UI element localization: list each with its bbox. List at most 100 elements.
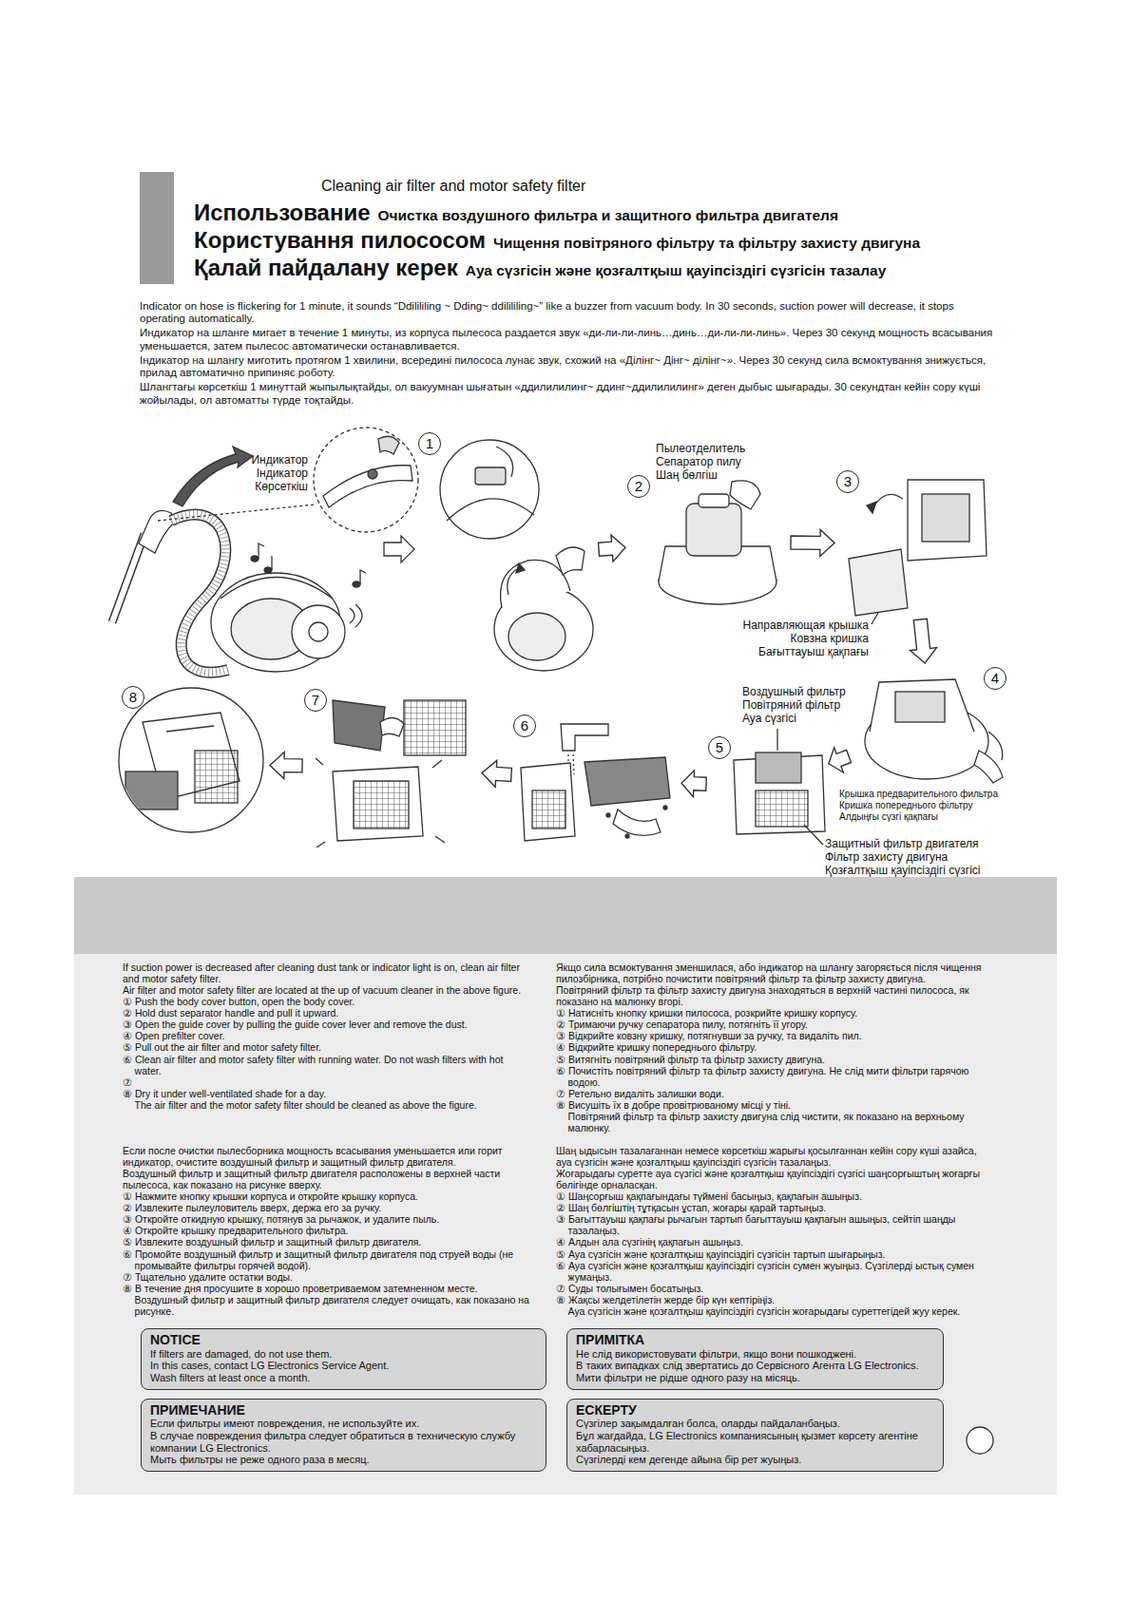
instruction-step: ③ Open the guide cover by pulling the gu… [122,1018,532,1031]
instruction-step: ④ Откройте крышку предварительного фильт… [122,1225,532,1237]
step-number: 2 [627,475,651,499]
instruction-step: ③ Бағыттауыш қақпағы рычагын тартып бағы… [555,1213,984,1237]
step3-picture-part [866,501,877,514]
vacuum-overview-part [157,504,315,521]
step8-picture-part-part [194,750,238,804]
notice-box: ПРИМЕЧАНИЕЕсли фильтры имеют повреждения… [140,1399,547,1473]
notice-text: В случае повреждения фильтра следует обр… [150,1430,537,1455]
notice-heading: ПРИМІТКА [575,1332,935,1349]
section-subheading: Очистка воздушного фильтра и защитного ф… [378,207,839,225]
part-label: Ауа сүзгісі [742,712,797,727]
instruction-step: ⑤ Ауа сүзгісін және қозғалтқыш қауіпсізд… [555,1248,984,1261]
text-column: Если после очистки пылесборника мощность… [122,1145,532,1318]
instruction-text: Шаң ыдысын тазалағаннан немесе көрсеткіш… [555,1145,984,1169]
instruction-step: ② Hold dust separator handle and pull it… [122,1007,532,1019]
header-row: Использование Очистка воздушного фильтра … [193,199,839,227]
section-subheading: Чищення повітряного фільтру та фільтру з… [493,234,921,252]
step6-picture-part [532,790,566,829]
step8-picture [118,688,264,833]
text-column: If suction power is decreased after clea… [122,961,532,1134]
step7-picture-part [332,766,423,842]
notice-row: ПРИМЕЧАНИЕЕсли фильтры имеют повреждения… [122,1399,984,1473]
notice-text: Wash filters at least once a month. [150,1372,537,1385]
notice-heading: NOTICE [150,1332,537,1349]
vacuum-overview-part [323,465,413,508]
vacuum-overview-part [220,577,333,600]
step-arrow [481,760,512,787]
step3-picture-part [921,494,970,542]
instruction-step: ③ Відкрийте ковзну кришку, потягнувши за… [555,1030,984,1042]
step4-picture-part [895,691,945,723]
step-illustration: 5 [708,736,827,837]
panels-part [74,954,1057,1496]
part-label: Бағыттауыш қақпағы [703,646,869,660]
step8-picture-part-part [166,726,214,732]
instruction-step: ④ Open prefilter cover. [122,1030,532,1042]
instruction-text: If suction power is decreased after clea… [122,961,532,985]
step-arrow [681,770,707,798]
notice-column: ЕСКЕРТУСүзгілер зақымдалған болса, олард… [555,1399,984,1473]
step-number: 4 [983,667,1007,691]
instruction-step: ② Извлеките пылеуловитель вверх, держа е… [122,1202,532,1214]
vacuum-overview-part [171,515,229,673]
part-label: Воздушный фильтр [742,686,846,700]
step6-picture-part [613,809,661,836]
instruction-step: ⑥ Clean air filter and motor safety filt… [122,1054,532,1077]
step7-picture-part [332,700,385,751]
notice-text: Не слід використовувати фільтри, якщо во… [575,1348,935,1362]
step-arrow [790,529,835,556]
step1-picture-part [440,440,539,539]
instruction-step: ⑥ Почистіть повітряний фільтр та фільтр … [555,1065,984,1089]
step2-picture-part [698,494,729,508]
panels-part [966,1427,994,1455]
part-label: Фільтр захисту двигуна [824,851,948,865]
step6-picture-part [584,757,671,806]
instruction-step: ⑧ Dry it under well-ventilated shade for… [122,1088,532,1100]
instruction-step: ⑥ Ауа сүзгісін және қозғалтқыш қауіпсізд… [555,1260,984,1284]
section-heading: Қалай пайдалану керек [193,254,459,282]
part-label: Індикатор [228,467,308,481]
step6-picture-part [520,763,576,842]
intro-paragraph: Індикатор на шлангу миготить протягом 1 … [139,354,1000,380]
instruction-text: Воздушный фильтр и защитный фильтр двига… [122,1168,532,1191]
text-row: If suction power is decreased after clea… [122,961,984,1134]
part-label: Ковзна кришка [703,632,869,647]
section-heading: Использование [193,199,371,227]
step6-picture [520,724,671,842]
instruction-step: ⑤ Витягніть повітряний фільтр та фільтр … [555,1054,984,1066]
intro-paragraph: Индикатор на шланге мигает в течение 1 м… [139,326,1000,352]
part-label: Көрсеткіш [228,480,308,495]
intro-paragraph: Шлангтағы көрсеткіш 1 минуттай жыпылықта… [139,381,1000,406]
part-label: Пылеотделитель [655,442,746,457]
notice-text: В таких випадках слід звертатись до Серв… [575,1360,935,1373]
step-number: 6 [513,714,537,738]
step7-picture-part [315,758,445,848]
step6-picture-part [560,724,609,751]
vacuum-overview-part [352,581,361,588]
step-number: 8 [121,686,145,710]
vacuum-overview-part [360,570,366,585]
step1-picture [440,440,594,671]
vacuum-overview-part [171,515,229,673]
instruction-text: Повітряний фільтр та фільтр захисту двиг… [555,984,984,1008]
step2-picture-part [729,480,761,510]
page-title: Cleaning air filter and motor safety fil… [321,177,586,195]
instruction-step: ④ Відкрийте кришку попереднього фільтру. [555,1041,984,1054]
step3-picture-part [907,479,987,561]
panels-part [139,172,174,285]
step1-picture-part [516,563,525,574]
instruction-step: ② Шаң бөлгіштің тұтқасын ұстап, жоғары қ… [555,1202,984,1214]
part-label: Направляющая крышка [703,619,869,633]
step7-picture-part [403,700,466,756]
step6-picture-part [663,805,668,810]
notice-box: NOTICEIf filters are damaged, do not use… [140,1328,547,1391]
vacuum-overview-part [250,555,259,562]
step4-picture-part [974,750,1003,784]
section-subheading: Ауа сүзгісін және қозғалтқыш қауіпсіздіг… [465,262,887,280]
notice-box: ЕСКЕРТУСүзгілер зақымдалған болса, олард… [566,1399,944,1473]
instruction-step: ⑤ Извлеките воздушный фильтр и защитный … [122,1236,532,1248]
notice-text: Сүзгілер зақымдалған болса, оларды пайда… [575,1418,935,1431]
step-illustration: 3 [836,470,989,618]
step1-picture-part [496,446,514,478]
step8-picture-part-part [125,771,178,810]
